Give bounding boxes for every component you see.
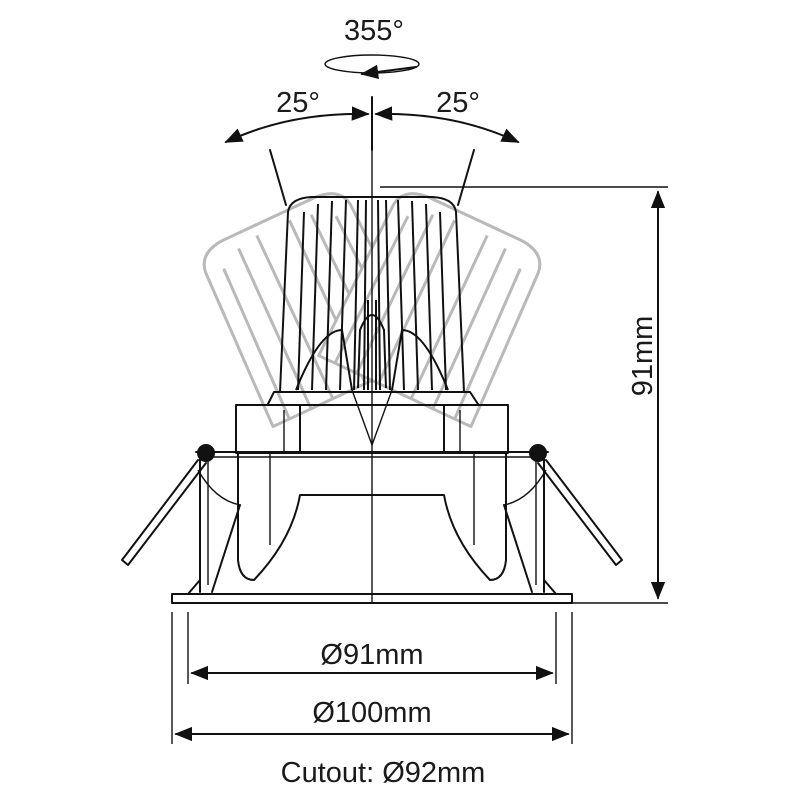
cutout-label: Cutout: Ø92mm [281,757,486,789]
height-dimension: 91mm [380,186,668,604]
spring-clip-left [121,444,241,593]
tilt-right-label: 25° [436,87,480,119]
rotation-ellipse [324,54,420,74]
tilt-arc-right [374,106,520,143]
inner-diameter-dimension: Ø91mm [187,612,557,684]
outer-diameter-dimension: Ø100mm [171,612,573,744]
heatsink-body [267,196,479,405]
rotation-arrow [360,64,417,80]
rotation-angle-label: 355° [344,15,404,47]
outer-diameter-label: Ø100mm [312,697,431,729]
tilt-left-label: 25° [276,87,320,119]
spring-clip-right [503,444,623,593]
height-label: 91mm [627,316,659,397]
inner-diameter-label: Ø91mm [320,639,423,671]
trim-ring [171,451,573,604]
rotation-indicator: 355° [324,15,420,80]
tilt-indicator: 25° 25° [224,87,520,206]
tilt-arc-left [224,106,370,143]
tilt-limit-right [457,149,475,206]
tilt-limit-left [269,149,287,206]
